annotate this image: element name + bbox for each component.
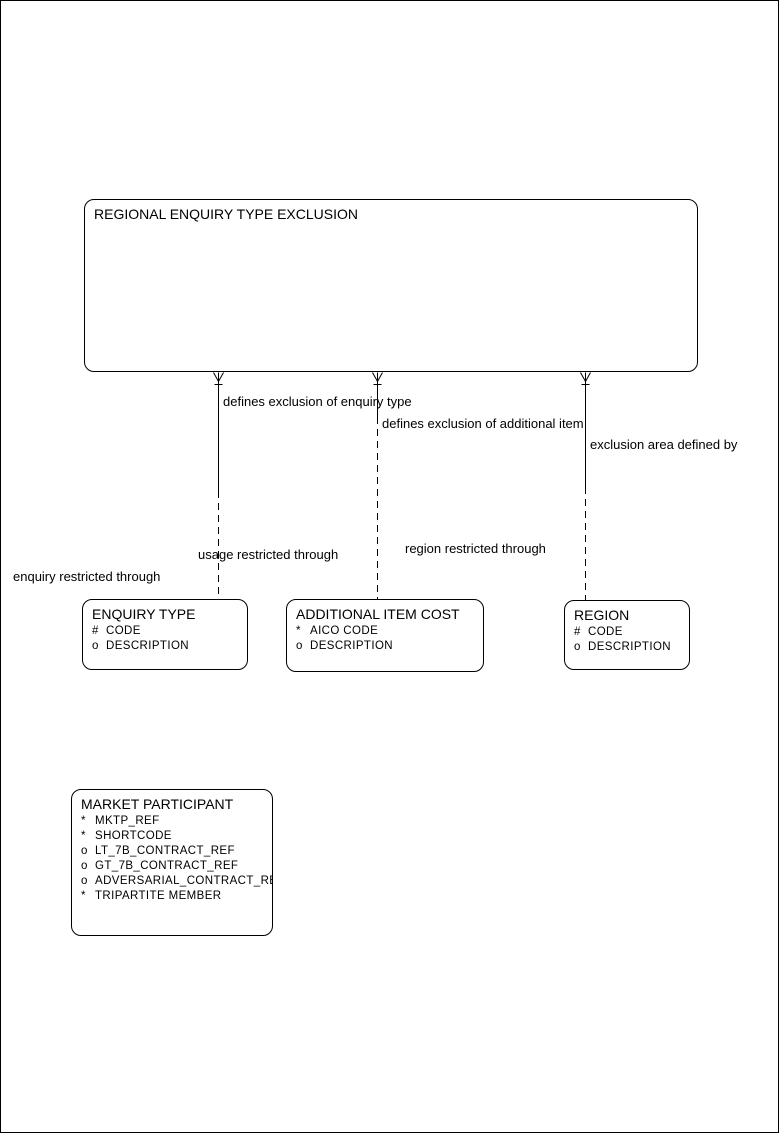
crow-foot-icon (213, 372, 224, 385)
attribute-row: o ADVERSARIAL_CONTRACT_REF (72, 874, 272, 889)
entity-region: REGION # CODE o DESCRIPTION (564, 600, 690, 670)
attribute-row: # CODE (83, 624, 247, 639)
attribute-marker: # (574, 626, 581, 638)
entity-title: ADDITIONAL ITEM COST (296, 606, 460, 622)
attribute-row: * TRIPARTITE MEMBER (72, 889, 272, 904)
attribute-marker: o (296, 640, 303, 652)
attribute-row: * AICO CODE (287, 624, 483, 639)
attribute-name: DESCRIPTION (588, 641, 671, 653)
attribute-marker: o (81, 875, 88, 887)
attribute-name: SHORTCODE (95, 830, 172, 842)
crow-foot-icon (372, 372, 383, 385)
entity-title: REGION (574, 607, 630, 623)
relationship-label-child-additional-item-cost: usage restricted through (198, 547, 339, 562)
crow-foot-icon (580, 372, 591, 385)
attribute-marker: * (296, 625, 301, 637)
entity-market-participant: MARKET PARTICIPANT * MKTP_REF * SHORTCOD… (71, 789, 273, 936)
attribute-name: TRIPARTITE MEMBER (95, 890, 222, 902)
relationship-connector-enquiry-type (213, 372, 224, 599)
relationship-label-parent-enquiry-type: defines exclusion of enquiry type (223, 394, 412, 409)
relationship-label-parent-additional-item-cost: defines exclusion of additional item (382, 416, 584, 431)
entity-title: REGIONAL ENQUIRY TYPE EXCLUSION (94, 206, 359, 222)
entity-enquiry-type: ENQUIRY TYPE # CODE o DESCRIPTION (82, 599, 248, 670)
relationship-label-child-enquiry-type: enquiry restricted through (13, 569, 161, 584)
attribute-name: DESCRIPTION (310, 640, 393, 652)
attribute-marker: o (574, 641, 581, 653)
attribute-row: # CODE (565, 625, 689, 640)
attribute-row: o LT_7B_CONTRACT_REF (72, 844, 272, 859)
attribute-row: o DESCRIPTION (83, 639, 247, 654)
attribute-name: CODE (106, 625, 141, 637)
entity-regional-enquiry-type-exclusion: REGIONAL ENQUIRY TYPE EXCLUSION (84, 199, 698, 372)
attribute-marker: o (92, 640, 99, 652)
attribute-name: ADVERSARIAL_CONTRACT_REF (95, 875, 273, 887)
attribute-name: MKTP_REF (95, 815, 160, 827)
attribute-name: CODE (588, 626, 623, 638)
attribute-row: o DESCRIPTION (565, 640, 689, 655)
attribute-name: LT_7B_CONTRACT_REF (95, 845, 235, 857)
attribute-marker: * (81, 830, 86, 842)
relationship-connector-region (580, 372, 591, 600)
attribute-row: o GT_7B_CONTRACT_REF (72, 859, 272, 874)
attribute-row: o DESCRIPTION (287, 639, 483, 654)
entity-additional-item-cost: ADDITIONAL ITEM COST * AICO CODE o DESCR… (286, 599, 484, 672)
attribute-marker: o (81, 860, 88, 872)
attribute-name: GT_7B_CONTRACT_REF (95, 860, 239, 872)
relationship-label-parent-region: exclusion area defined by (590, 437, 738, 452)
relationship-label-child-region: region restricted through (405, 541, 546, 556)
attribute-row: * MKTP_REF (72, 814, 272, 829)
attribute-marker: o (81, 845, 88, 857)
attribute-name: AICO CODE (310, 625, 379, 637)
attribute-marker: * (81, 815, 86, 827)
attribute-name: DESCRIPTION (106, 640, 189, 652)
attribute-marker: # (92, 625, 99, 637)
attribute-marker: * (81, 890, 86, 902)
entity-title: ENQUIRY TYPE (92, 606, 196, 622)
attribute-row: * SHORTCODE (72, 829, 272, 844)
entity-title: MARKET PARTICIPANT (81, 796, 234, 812)
